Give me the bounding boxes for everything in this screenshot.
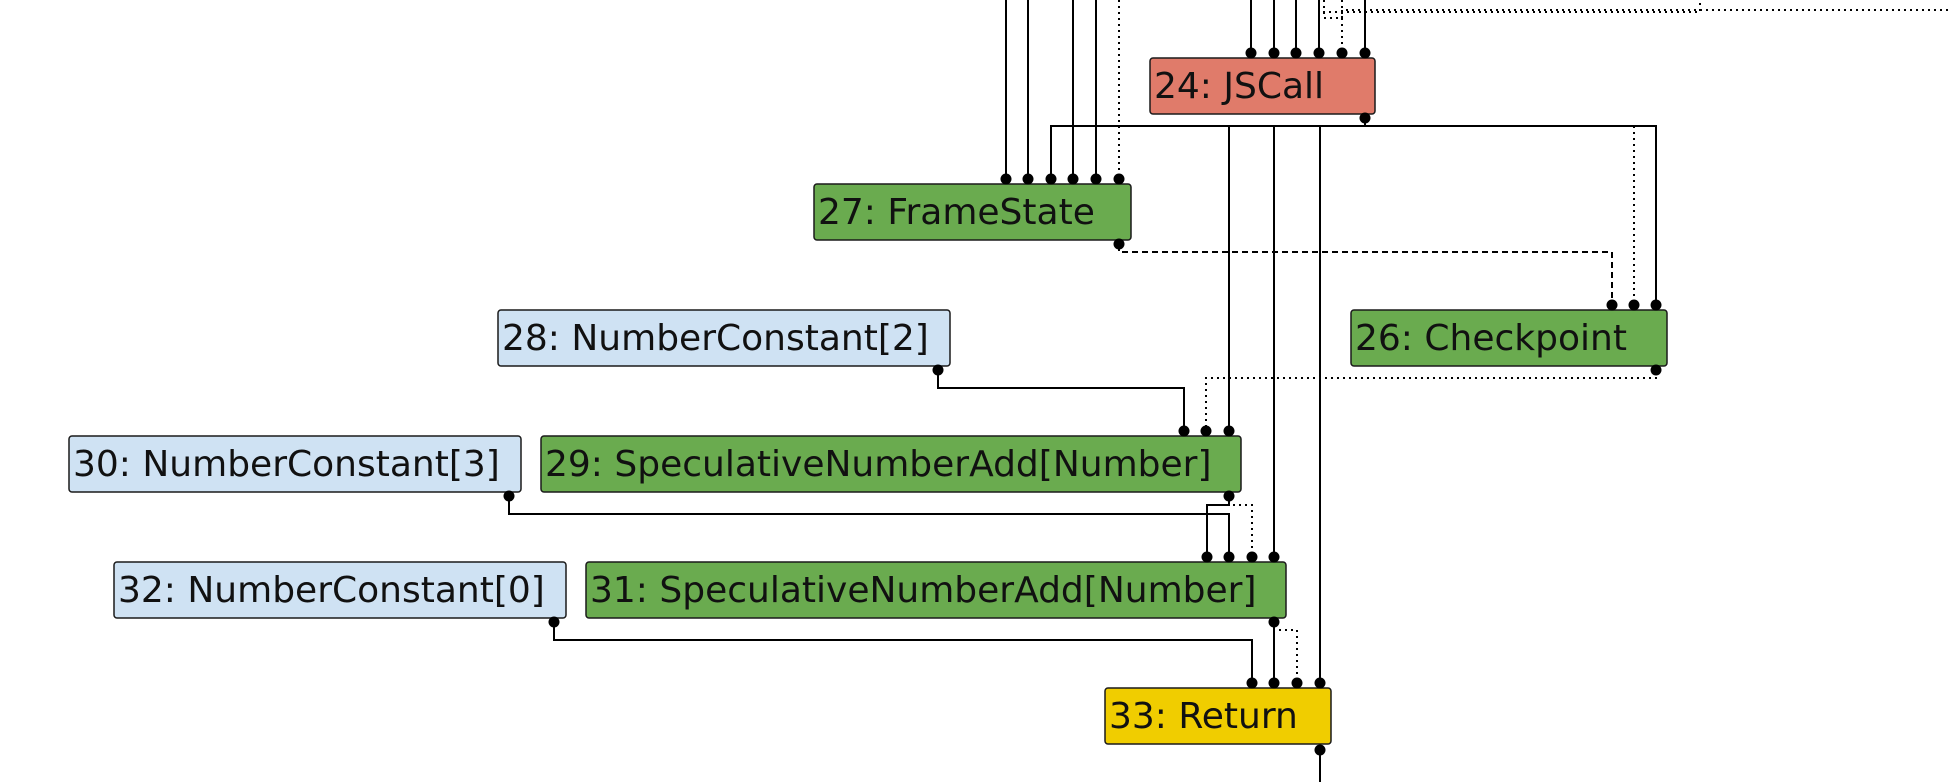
graph-node-31[interactable]: 31: SpeculativeNumberAdd[Number] — [585, 561, 1287, 619]
node-output-pin — [1314, 744, 1326, 756]
node-output-pin — [503, 490, 515, 502]
edge-external-12 — [1318, 0, 1701, 20]
edge-input-pin — [1314, 677, 1326, 689]
edge-29-to-31 — [1228, 497, 1253, 556]
edge-28-to-29 — [937, 371, 1185, 430]
edge-24-to-29 — [1228, 119, 1366, 430]
node-box[interactable] — [585, 561, 1287, 619]
node-label: 28: NumberConstant[2] — [502, 318, 929, 359]
node-box[interactable] — [1104, 687, 1332, 745]
edge-input-pin — [1113, 173, 1125, 185]
graph-node-28[interactable]: 28: NumberConstant[2] — [497, 309, 951, 367]
graph-node-24[interactable]: 24: JSCall — [1149, 57, 1376, 115]
edge-input-pin — [1290, 47, 1302, 59]
node-output-pin — [1268, 616, 1280, 628]
edge-input-pin — [1000, 173, 1012, 185]
node-label: 31: SpeculativeNumberAdd[Number] — [590, 570, 1257, 611]
graph-node-32[interactable]: 32: NumberConstant[0] — [113, 561, 567, 619]
edge-external-11 — [1323, 0, 1949, 19]
node-output-pin — [548, 616, 560, 628]
node-label: 29: SpeculativeNumberAdd[Number] — [545, 444, 1212, 485]
edge-input-pin — [1245, 47, 1257, 59]
node-label: 32: NumberConstant[0] — [118, 570, 545, 611]
node-box[interactable] — [497, 309, 951, 367]
edge-input-pin — [1313, 47, 1325, 59]
node-output-pin — [1223, 490, 1235, 502]
node-box[interactable] — [540, 435, 1242, 493]
node-label: 30: NumberConstant[3] — [73, 444, 500, 485]
graph-node-27[interactable]: 27: FrameState — [813, 183, 1132, 241]
node-label: 27: FrameState — [818, 192, 1095, 233]
node-output-pin — [1113, 238, 1125, 250]
edge-input-pin — [1336, 47, 1348, 59]
edge-input-pin — [1606, 299, 1618, 311]
edge-29-to-31 — [1206, 497, 1230, 556]
graph-node-29[interactable]: 29: SpeculativeNumberAdd[Number] — [540, 435, 1242, 493]
edge-input-pin — [1246, 551, 1258, 563]
node-box[interactable] — [1149, 57, 1376, 115]
node-box[interactable] — [68, 435, 522, 493]
edge-input-pin — [1090, 173, 1102, 185]
edge-30-to-31 — [508, 497, 1230, 556]
edge-input-pin — [1178, 425, 1190, 437]
node-label: 24: JSCall — [1154, 66, 1324, 107]
pin-layer — [503, 47, 1662, 756]
edge-27-to-26 — [1118, 245, 1613, 304]
edge-input-pin — [1246, 677, 1258, 689]
graph-node-26[interactable]: 26: Checkpoint — [1350, 309, 1668, 367]
edge-layer — [508, 0, 1949, 782]
node-layer: 24: JSCall 27: FrameState 26: Checkpoint 28… — [68, 57, 1668, 745]
edge-24-to-27 — [1050, 119, 1366, 178]
graph-node-33[interactable]: 33: Return — [1104, 687, 1332, 745]
edge-input-pin — [1200, 425, 1212, 437]
graph-node-30[interactable]: 30: NumberConstant[3] — [68, 435, 522, 493]
edge-31-to-33 — [1273, 623, 1298, 682]
node-output-pin — [1359, 112, 1371, 124]
edge-input-pin — [1067, 173, 1079, 185]
edge-24-to-33 — [1319, 119, 1366, 682]
node-box[interactable] — [113, 561, 567, 619]
edge-input-pin — [1022, 173, 1034, 185]
edge-input-pin — [1223, 425, 1235, 437]
edge-input-pin — [1291, 677, 1303, 689]
edge-input-pin — [1359, 47, 1371, 59]
node-box[interactable] — [813, 183, 1132, 241]
edge-input-pin — [1268, 47, 1280, 59]
node-output-pin — [932, 364, 944, 376]
edge-input-pin — [1223, 551, 1235, 563]
node-label: 26: Checkpoint — [1355, 318, 1627, 359]
edge-32-to-33 — [553, 623, 1253, 682]
edge-input-pin — [1268, 677, 1280, 689]
node-box[interactable] — [1350, 309, 1668, 367]
edge-input-pin — [1045, 173, 1057, 185]
edge-input-pin — [1201, 551, 1213, 563]
node-output-pin — [1650, 364, 1662, 376]
edge-24-to-26 — [1364, 119, 1635, 304]
edge-input-pin — [1268, 551, 1280, 563]
edge-input-pin — [1650, 299, 1662, 311]
edge-input-pin — [1628, 299, 1640, 311]
node-label: 33: Return — [1109, 696, 1298, 737]
